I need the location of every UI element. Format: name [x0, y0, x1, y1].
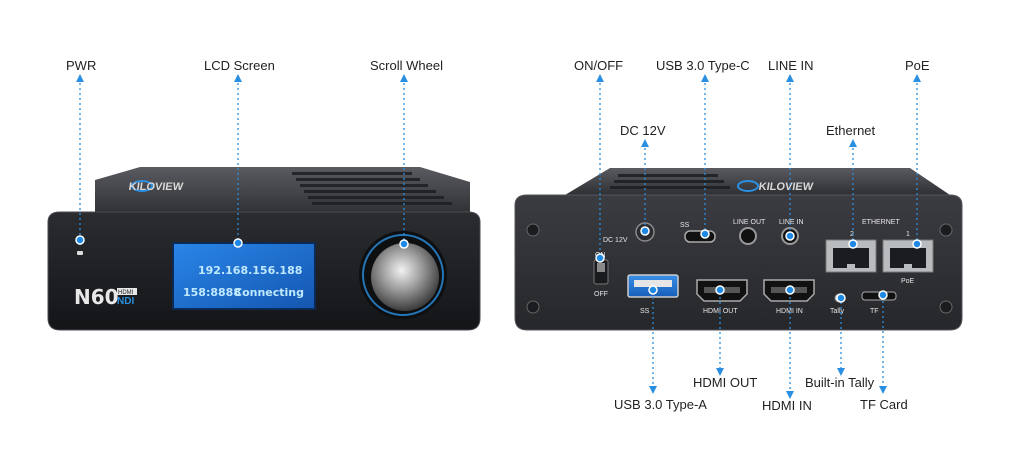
front-brand-logo: KILOVIEW — [128, 181, 185, 193]
line-out-label: LINE OUT — [733, 219, 766, 226]
tally-label: Tally — [830, 308, 845, 315]
usb-c-port[interactable] — [684, 230, 716, 243]
line-out-port[interactable] — [739, 227, 757, 245]
callout-usb-c: USB 3.0 Type-C — [656, 58, 750, 73]
rear-brand-logo: KILOVIEW — [758, 181, 815, 193]
usb-a-port-label: SS — [640, 308, 650, 315]
callout-scroll-wheel: Scroll Wheel — [370, 58, 443, 73]
callout-lines — [79, 78, 918, 393]
callout-arrows — [76, 74, 921, 399]
eth1-label: 1 — [906, 231, 910, 238]
ethernet-label: ETHERNET — [862, 219, 900, 226]
lcd-port: 158:8888 — [183, 286, 241, 299]
callout-hdmi-in: HDMI IN — [762, 398, 812, 413]
lcd-ip-address: 192.168.156.188 — [198, 264, 302, 277]
badge-top: HDMI — [118, 290, 134, 296]
front-device: KILOVIEW N60 HDMI NDI — [47, 167, 481, 331]
callout-ethernet: Ethernet — [826, 123, 876, 138]
rear-device: KILOVIEW DC 12V ON OFF SS LINE OUT LINE … — [514, 168, 963, 331]
screws — [526, 223, 953, 314]
lcd-status: Connecting — [234, 286, 304, 299]
callout-pwr: PWR — [66, 58, 97, 73]
callout-dc: DC 12V — [620, 123, 666, 138]
callout-usb-a: USB 3.0 Type-A — [614, 397, 707, 412]
switch-off-label: OFF — [594, 291, 608, 298]
eth2-label: 2 — [850, 231, 854, 238]
callout-hdmi-out: HDMI OUT — [693, 375, 758, 390]
callout-poe: PoE — [905, 58, 930, 73]
callout-dots — [75, 226, 922, 303]
badge-bottom: NDI — [117, 296, 134, 307]
callout-on-off: ON/OFF — [574, 58, 624, 73]
usb-c-port-label: SS — [680, 222, 690, 229]
callout-tf-card: TF Card — [860, 397, 908, 412]
dc-port-label: DC 12V — [603, 237, 628, 244]
lcd-screen — [172, 242, 316, 310]
scroll-wheel[interactable] — [371, 243, 439, 311]
line-in-label: LINE IN — [779, 219, 804, 226]
callout-lcd-screen: LCD Screen — [204, 58, 275, 73]
model-label: N60 — [74, 285, 119, 309]
top-vents — [292, 172, 452, 205]
tf-label: TF — [870, 308, 879, 315]
hdmi-in-label: HDMI IN — [776, 308, 803, 315]
poe-port-label: PoE — [901, 278, 915, 285]
callout-line-in: LINE IN — [768, 58, 814, 73]
pwr-indicator — [77, 251, 83, 255]
callout-builtin-tally: Built-in Tally — [805, 375, 875, 390]
hdmi-out-label: HDMI OUT — [703, 308, 738, 315]
